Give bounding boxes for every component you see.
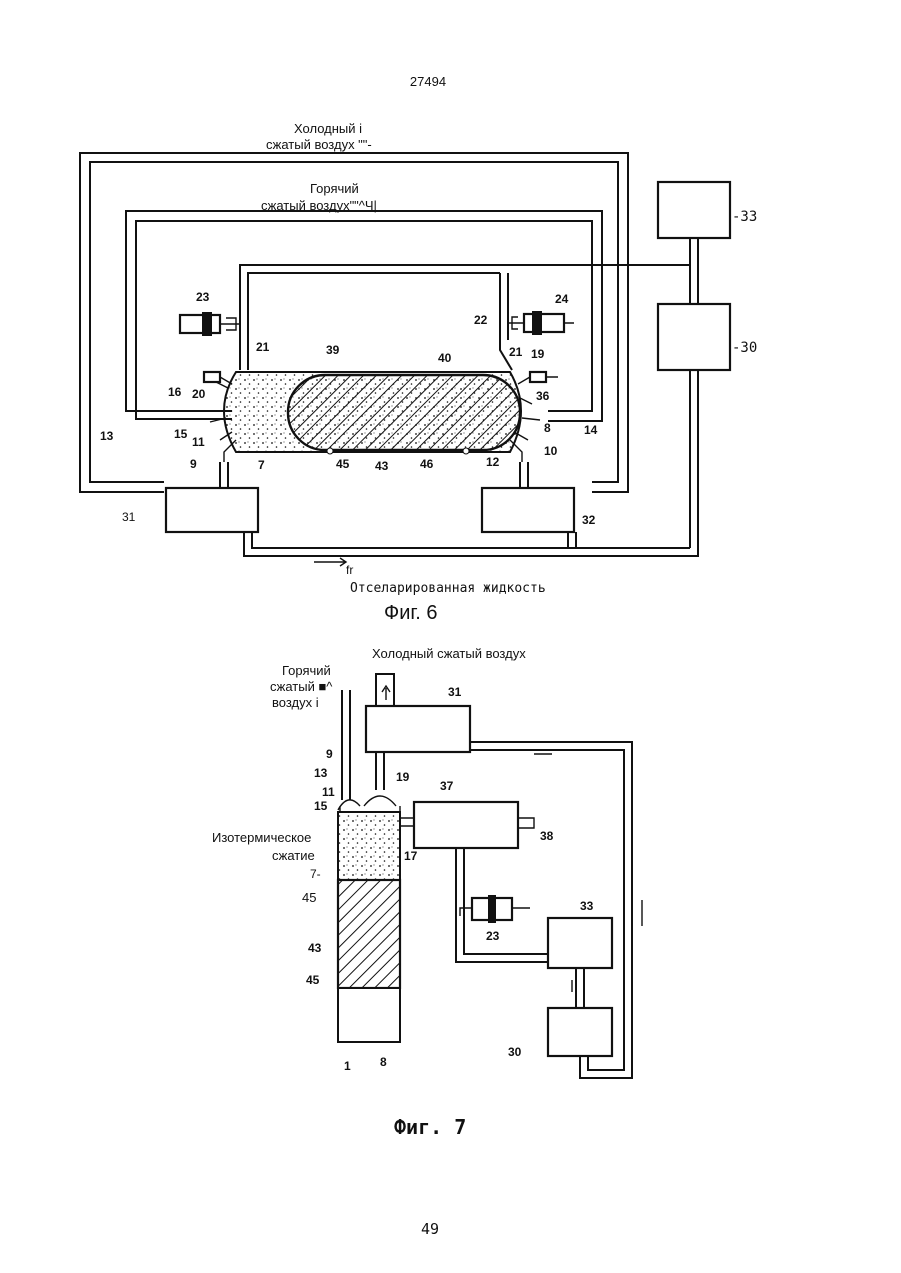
ref-9: 9 [190,457,197,471]
ref-38: 38 [540,829,554,843]
ref-23: 23 [486,929,500,943]
box-33 [658,182,730,238]
box-37 [414,802,518,848]
box-30 [548,1008,612,1056]
hot-air-label-line3: воздух i [272,695,319,710]
ref-37: 37 [440,779,454,793]
document-number: 27494 [410,74,446,89]
box-31 [166,488,258,532]
ref-11: 11 [322,785,335,799]
ref-14: 14 [584,423,598,437]
ref-39: 39 [326,343,340,357]
ref-31: 31 [448,685,462,699]
pipe-10 [520,462,528,488]
cold-outlet-pipe [376,674,394,706]
ref-36: 36 [536,389,550,403]
figure-7-caption: Фиг. 7 [394,1115,466,1139]
pipe-38 [518,818,534,828]
ref-19: 19 [531,347,545,361]
ref-33: -33 [732,209,757,225]
ref-33: 33 [580,899,594,913]
chamber-dots [338,812,400,880]
ref-13: 13 [100,429,114,443]
port-36 [520,398,532,404]
figure-7: Холодный сжатый воздух Горячий сжатый ■^… [212,646,642,1139]
ref-15: 15 [174,427,188,441]
ref-43: 43 [308,941,322,955]
hot-air-label-line2: сжатый ■^ [270,679,333,694]
ref-17: 17 [404,849,418,863]
ref-9: 9 [326,747,333,761]
cold-air-label-line1: Холодный i [294,121,362,136]
ref-7: 7- [310,867,321,881]
ref-8: 8 [380,1055,387,1069]
ref-31: 31 [122,510,136,524]
ref-8: 8 [544,421,551,435]
ref-30: -30 [732,340,757,356]
pipe-9 [220,462,228,488]
cold-air-label-line2: сжатый воздух ""- [266,137,372,152]
ref-21-right: 21 [509,345,523,359]
box-30 [658,304,730,370]
manifold [338,796,400,812]
cold-air-label: Холодный сжатый воздух [372,646,526,661]
ref-1: 1 [344,1059,351,1073]
ref-12: 12 [486,455,500,469]
injector-16 [204,372,232,384]
injector-19 [518,372,558,384]
page-number: 49 [421,1220,439,1238]
flow-mark: fr [346,563,353,577]
fluid-arrow [314,558,346,566]
ref-22: 22 [474,313,488,327]
link-33-30 [690,238,698,556]
ref-15: 15 [314,799,328,813]
chamber-bottom [338,988,400,1042]
ref-13: 13 [314,766,328,780]
ref-10: 10 [544,444,558,458]
figure-6-caption: Фиг. 6 [384,602,437,624]
box-31 [366,706,470,752]
ref-24: 24 [555,292,569,306]
ref-45-bottom: 45 [306,973,320,987]
ref-20: 20 [192,387,206,401]
sensor-46-dot [463,448,469,454]
sensor-45-dot [327,448,333,454]
ref-11: 11 [192,435,205,449]
piston-capsule [288,375,520,450]
hot-air-label-line1: Горячий [282,663,331,678]
ref-16: 16 [168,385,182,399]
ref-19: 19 [396,770,410,784]
valve-line-top [240,265,690,370]
iso-label-line1: Изотермическое [212,830,311,845]
port-8 [522,418,540,420]
link-33-30 [576,968,584,1008]
ref-7: 7 [258,458,265,472]
ref-40: 40 [438,351,452,365]
ref-32: 32 [582,513,596,527]
ref-43: 43 [375,459,389,473]
ref-45-top: 45 [302,890,316,905]
ref-21-left: 21 [256,340,270,354]
box-33 [548,918,612,968]
valve-line-top-inner [248,273,500,370]
iso-label-line2: сжатие [272,848,315,863]
valve-24 [508,311,574,335]
separated-fluid-label: Отселарированная жидкость [350,581,546,596]
ref-46: 46 [420,457,434,471]
ref-23: 23 [196,290,210,304]
hot-air-label-line1: Горячий [310,181,359,196]
valve-23 [180,312,240,336]
box-32 [482,488,574,532]
ref-30: 30 [508,1045,522,1059]
fluid-line-right [568,532,576,548]
cold-outlet-arrow [382,686,390,700]
pipe-9 [376,752,384,790]
hot-air-pipes [342,690,350,800]
valve-23 [460,895,530,923]
piston-43 [338,880,400,988]
ref-45: 45 [336,457,350,471]
figure-6: Холодный i сжатый воздух ""- Горячий сжа… [80,121,757,624]
